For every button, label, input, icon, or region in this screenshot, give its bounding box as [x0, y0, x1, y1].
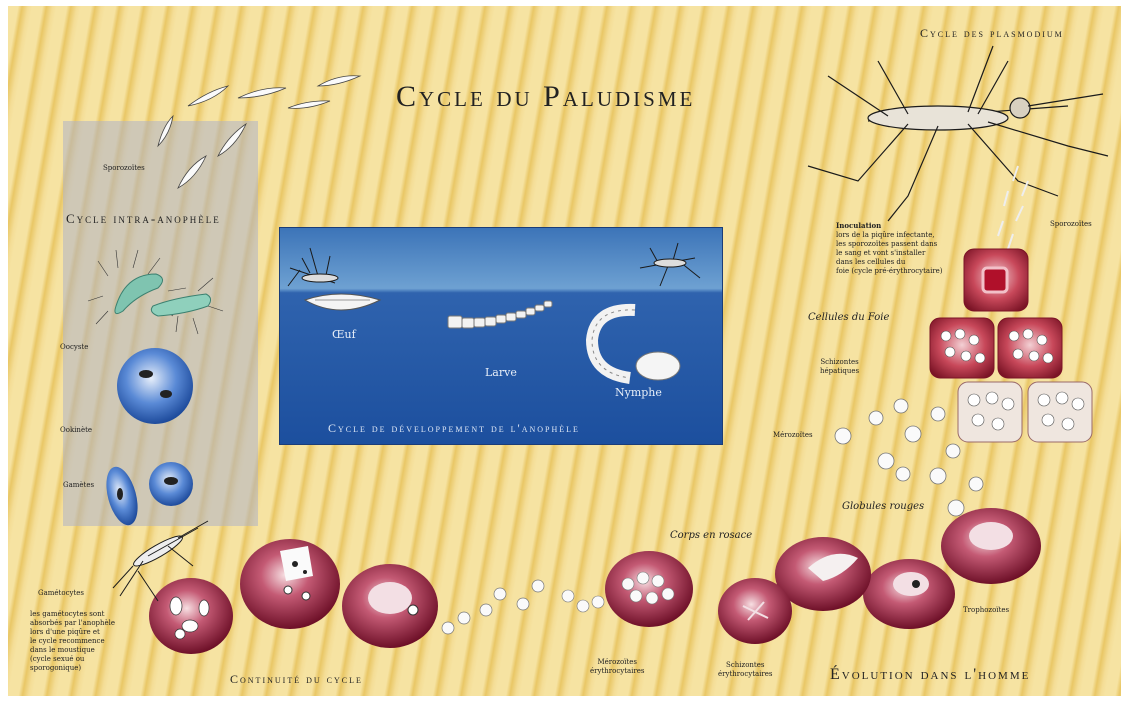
erythrocytic-schizonts-line: Schizontes	[718, 661, 773, 670]
intra-anopheles-title: Cycle intra-anophèle	[66, 211, 221, 227]
plasmodium-cycle-title: Cycle des plasmodium	[920, 26, 1064, 41]
human-evolution-label: Évolution dans l'homme	[830, 666, 1030, 684]
red-blood-cells-label: Globules rouges	[842, 501, 924, 512]
gametocytes-line: les gamétocytes sont	[30, 610, 115, 619]
trophozoites-label: Trophozoïtes	[963, 606, 1009, 615]
red-cell-gametocyte-icon	[149, 578, 233, 654]
gametocytes-line: absorbés par l'anophèle	[30, 619, 115, 628]
red-cell-schizont-icon	[562, 551, 792, 644]
gametocytes-line: lors d'une piqûre et	[30, 628, 115, 637]
gametocytes-line: sporogonique)	[30, 664, 115, 673]
ookinete-label: Ookinète	[60, 426, 92, 435]
oocyste-label: Oocyste	[60, 343, 88, 352]
gametes-label: Gamètes	[63, 481, 94, 490]
erythrocytic-merozoites-line: Mérozoïtes	[590, 658, 645, 667]
gametocytes-line: (cycle sexué ou	[30, 655, 115, 664]
sporozoites-human-label: Sporozoïtes	[1050, 220, 1092, 229]
gamete-cells-icon	[101, 462, 193, 529]
poster-title: Cycle du Paludisme	[396, 80, 695, 114]
hepatic-schizonts-label: Schizontes hépatiques	[820, 358, 859, 376]
inoculation-line: le sang et vont s'installer	[836, 249, 943, 258]
sporozoites-label: Sporozoïtes	[103, 164, 145, 173]
rosette-body-label: Corps en rosace	[670, 530, 752, 541]
hepatic-schizonts-line: Schizontes	[820, 358, 859, 367]
hepatic-schizonts-line: hépatiques	[820, 367, 859, 376]
erythrocytic-schizonts-label: Schizontes érythrocytaires	[718, 661, 773, 679]
inoculation-line: dans les cellules du	[836, 258, 943, 267]
oocyst-icon	[117, 348, 193, 424]
liver-cell-schizont-icon	[930, 318, 1062, 378]
gametocytes-line: dans le moustique	[30, 646, 115, 655]
ookinete-icon	[88, 250, 223, 334]
malaria-cycle-poster: Œuf Larve Nymphe Cycle de développement …	[8, 6, 1121, 696]
inoculation-line: les sporozoïtes passent dans	[836, 240, 943, 249]
liver-cell-bursting-icon	[958, 382, 1092, 442]
inoculation-line: foie (cycle pré-érythrocytaire)	[836, 267, 943, 276]
cycle-continuity-label: Continuité du cycle	[230, 672, 363, 687]
inoculation-line: lors de la piqûre infectante,	[836, 231, 943, 240]
sporozoite-cluster-icon	[158, 76, 360, 188]
gametocytes-text: les gamétocytes sont absorbés par l'anop…	[30, 610, 115, 673]
liver-cell-infected-icon	[964, 249, 1028, 311]
gametocytes-line: le cycle recommence	[30, 637, 115, 646]
red-cell-infected-pair-icon	[240, 539, 438, 648]
anopheles-mosquito-icon	[808, 46, 1108, 221]
inoculation-title: Inoculation	[836, 221, 881, 230]
sporozoite-stream-icon	[998, 166, 1028, 249]
merozoites-label: Mérozoïtes	[773, 431, 813, 440]
erythrocytic-schizonts-line: érythrocytaires	[718, 670, 773, 679]
erythrocytic-merozoites-label: Mérozoïtes érythrocytaires	[590, 658, 645, 676]
inoculation-text: lors de la piqûre infectante, les sporoz…	[836, 231, 943, 276]
merozoites-erythrocytic-icon	[442, 580, 544, 634]
liver-cells-label: Cellules du Foie	[808, 312, 889, 323]
erythrocytic-merozoites-line: érythrocytaires	[590, 667, 645, 676]
gametocytes-label: Gamétocytes	[38, 589, 84, 598]
